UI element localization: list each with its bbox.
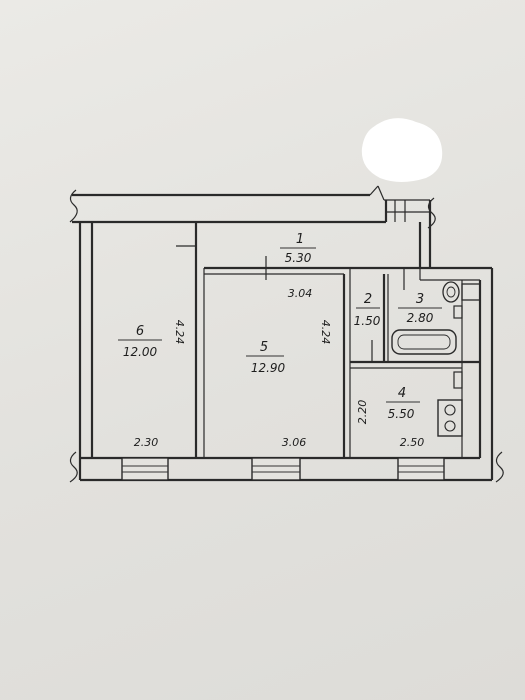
dim-room5-top: 3.04 (288, 287, 313, 300)
dim-room6-bottom: 2.30 (134, 436, 159, 449)
break-mark-left-bottom (69, 451, 78, 483)
sink-kitchen (453, 371, 463, 389)
room-3-number: 3 (416, 292, 424, 307)
window-room6 (121, 457, 169, 481)
sink-bathroom (453, 305, 463, 319)
dim-room4-side: 2.20 (356, 400, 369, 425)
room-5-number: 5 (260, 340, 268, 355)
dim-room5-bottom: 3.06 (282, 436, 307, 449)
interior-walls (176, 222, 480, 458)
right-wall (420, 266, 494, 480)
room-2-area: 1.50 (354, 314, 381, 328)
dim-room5-side: 4.24 (319, 320, 332, 345)
room-1-area: 5.30 (285, 251, 312, 265)
left-wall (78, 222, 94, 480)
dim-room4-bottom: 2.50 (400, 436, 425, 449)
stove (437, 399, 463, 437)
toilet (442, 281, 481, 303)
room-1-number: 1 (296, 232, 304, 247)
break-mark-right-top (427, 197, 436, 229)
top-wall (72, 185, 432, 268)
room-3-area: 2.80 (407, 311, 434, 325)
dim-room6-side: 4.24 (173, 320, 186, 345)
redaction-blob (361, 118, 443, 182)
room-4-area: 5.50 (388, 407, 415, 421)
room-4-number: 4 (398, 386, 406, 401)
bathtub (391, 329, 457, 355)
room-6-number: 6 (136, 324, 144, 339)
break-mark-right-bottom (495, 451, 504, 483)
break-mark-left-top (69, 189, 78, 223)
room-5-area: 12.90 (251, 361, 286, 375)
room-2-number: 2 (364, 292, 372, 307)
room-6-area: 12.00 (123, 345, 158, 359)
window-room4 (397, 457, 445, 481)
window-room5 (251, 457, 301, 481)
